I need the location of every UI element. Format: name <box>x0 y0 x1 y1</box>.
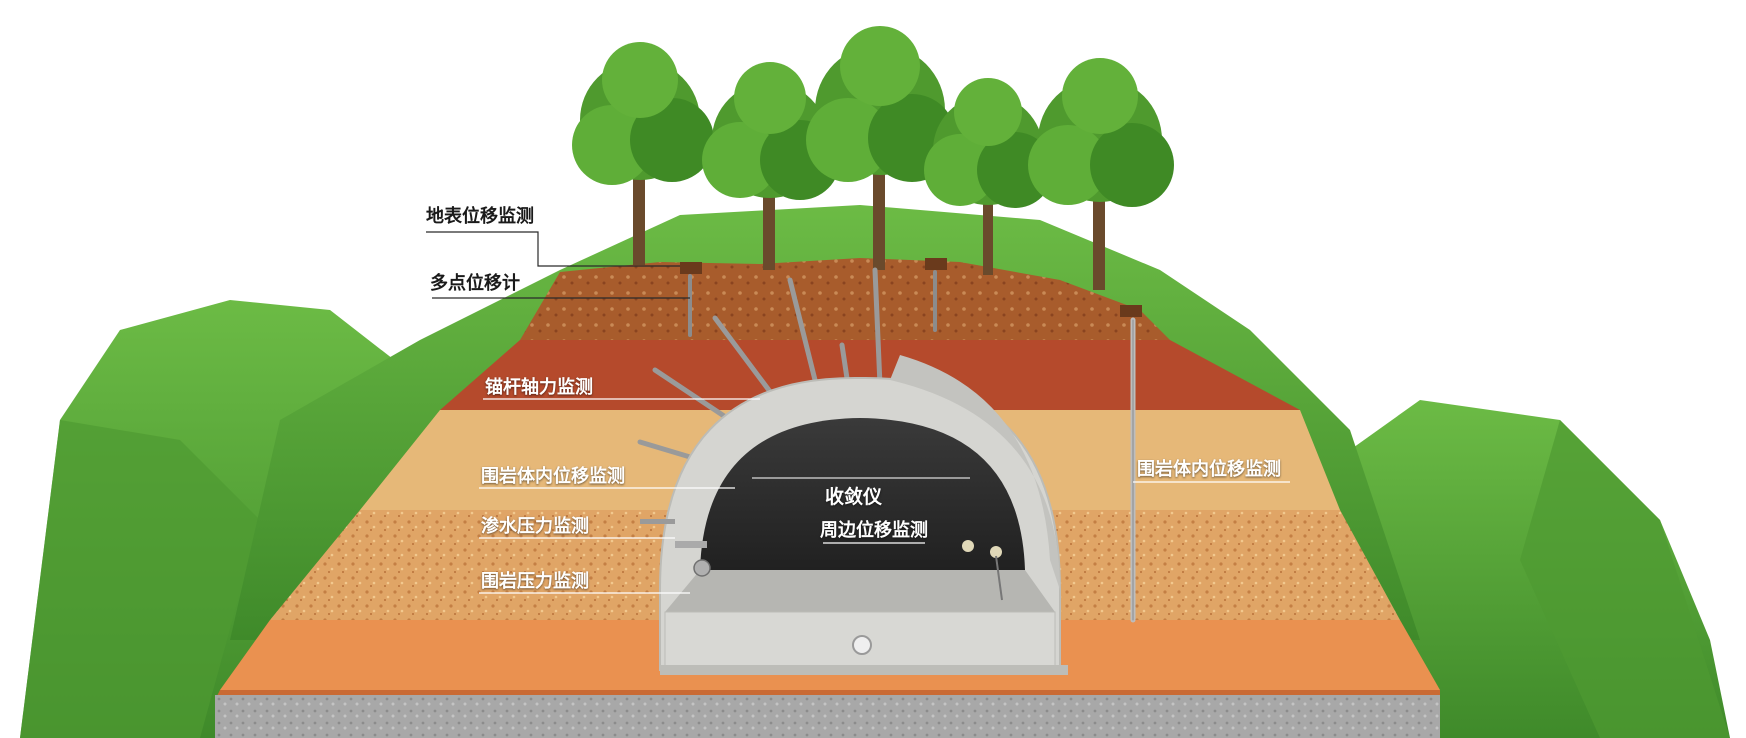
tunnel-interior <box>700 418 1025 600</box>
topsoil-layer <box>520 258 1170 340</box>
left-hill-facet <box>20 420 260 738</box>
label-leader-lines <box>426 231 690 299</box>
tree-4 <box>924 78 1053 275</box>
label-surface-displacement: 地表位移监测 <box>426 206 534 227</box>
seepage-sensor <box>640 519 675 524</box>
extensometer-rods <box>688 270 1136 623</box>
red-clay-layer <box>440 340 1300 410</box>
label-rock-pressure: 围岩压力监测 <box>481 571 589 592</box>
surface-marker-2 <box>925 258 947 270</box>
tunnel-floor <box>665 570 1055 612</box>
right-hill-facet <box>1520 420 1730 738</box>
pressure-sensor-bar <box>675 541 707 548</box>
perimeter-instrument-2 <box>990 546 1002 558</box>
label-multipoint-extensometer: 多点位移计 <box>430 273 520 294</box>
bedrock-layer <box>215 695 1440 738</box>
tree-2 <box>702 62 840 270</box>
label-rock-internal-displacement-left: 围岩体内位移监测 <box>481 466 625 487</box>
label-underlines <box>479 398 1290 594</box>
label-anchor-axial-force: 锚杆轴力监测 <box>485 377 593 398</box>
label-perimeter-displacement: 周边位移监测 <box>820 520 928 541</box>
surface-marker-3 <box>1120 305 1142 317</box>
tree-5 <box>1028 58 1174 290</box>
tree-1 <box>572 42 714 265</box>
label-convergence-meter: 收敛仪 <box>825 486 883 508</box>
perimeter-instrument-1 <box>962 540 974 552</box>
drain-pipe <box>852 635 872 655</box>
surface-marker-1 <box>680 262 702 274</box>
tunnel-lining-face <box>890 355 1060 590</box>
label-seepage-pressure: 渗水压力监测 <box>481 516 589 537</box>
label-rock-internal-displacement-right: 围岩体内位移监测 <box>1137 459 1281 480</box>
tunnel-footing <box>660 665 1068 675</box>
pressure-cell <box>693 559 711 577</box>
